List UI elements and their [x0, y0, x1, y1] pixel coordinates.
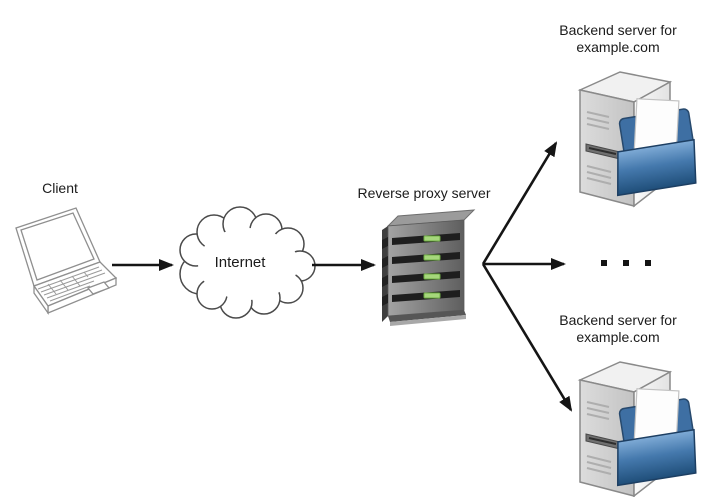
backend-server-bottom-icon	[556, 352, 702, 497]
backend-bottom-label: Backend server for example.com	[528, 312, 708, 346]
backend-bottom-label-line1: Backend server for	[559, 312, 677, 328]
backend-top-label-line1: Backend server for	[559, 22, 677, 38]
backend-bottom-label-line2: example.com	[576, 329, 660, 345]
backend-top-label: Backend server for example.com	[528, 22, 708, 56]
ellipsis	[601, 260, 651, 266]
proxy-label: Reverse proxy server	[357, 185, 491, 201]
ellipsis-dot	[601, 260, 607, 266]
arrow-proxy-to-backend-top	[481, 141, 558, 265]
proxy-server-icon	[382, 209, 476, 326]
client-label: Client	[42, 180, 78, 196]
backend-server-top-icon	[556, 62, 702, 210]
ellipsis-dot	[623, 260, 629, 266]
backend-top-label-line2: example.com	[576, 39, 660, 55]
ellipsis-dot	[645, 260, 651, 266]
internet-label: Internet	[214, 254, 266, 271]
internet-cloud-icon	[179, 206, 316, 319]
laptop-icon	[15, 207, 118, 316]
